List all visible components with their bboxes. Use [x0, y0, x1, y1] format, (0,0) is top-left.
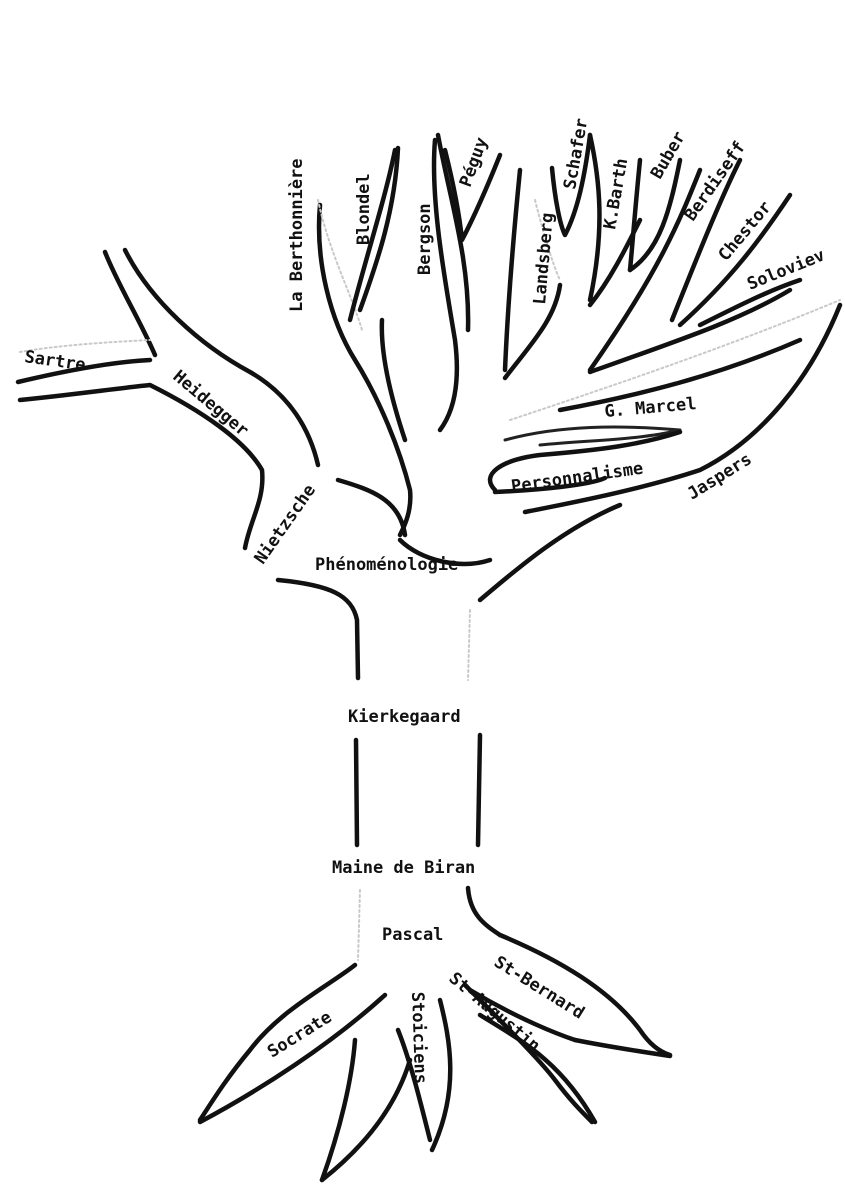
label-stoiciens: Stoiciens	[407, 991, 430, 1084]
label-bergson: Bergson	[415, 203, 435, 275]
labels: La Berthonnière Blondel Bergson Péguy La…	[23, 117, 827, 1084]
label-maine-de-biran: Maine de Biran	[332, 858, 475, 878]
roots	[200, 935, 670, 1180]
label-landsberg: Landsberg	[530, 212, 558, 306]
label-socrate: Socrate	[264, 1007, 335, 1062]
label-k-barth: K.Barth	[600, 157, 632, 231]
label-phenomenologie: Phénoménologie	[315, 555, 458, 575]
label-buber: Buber	[647, 128, 690, 182]
label-la-berthonniere: La Berthonnière	[287, 158, 307, 312]
left-branch	[18, 250, 318, 548]
label-blondel: Blondel	[354, 173, 374, 245]
label-pascal: Pascal	[382, 925, 443, 945]
label-kierkegaard: Kierkegaard	[348, 707, 461, 727]
label-sartre: Sartre	[23, 347, 87, 375]
